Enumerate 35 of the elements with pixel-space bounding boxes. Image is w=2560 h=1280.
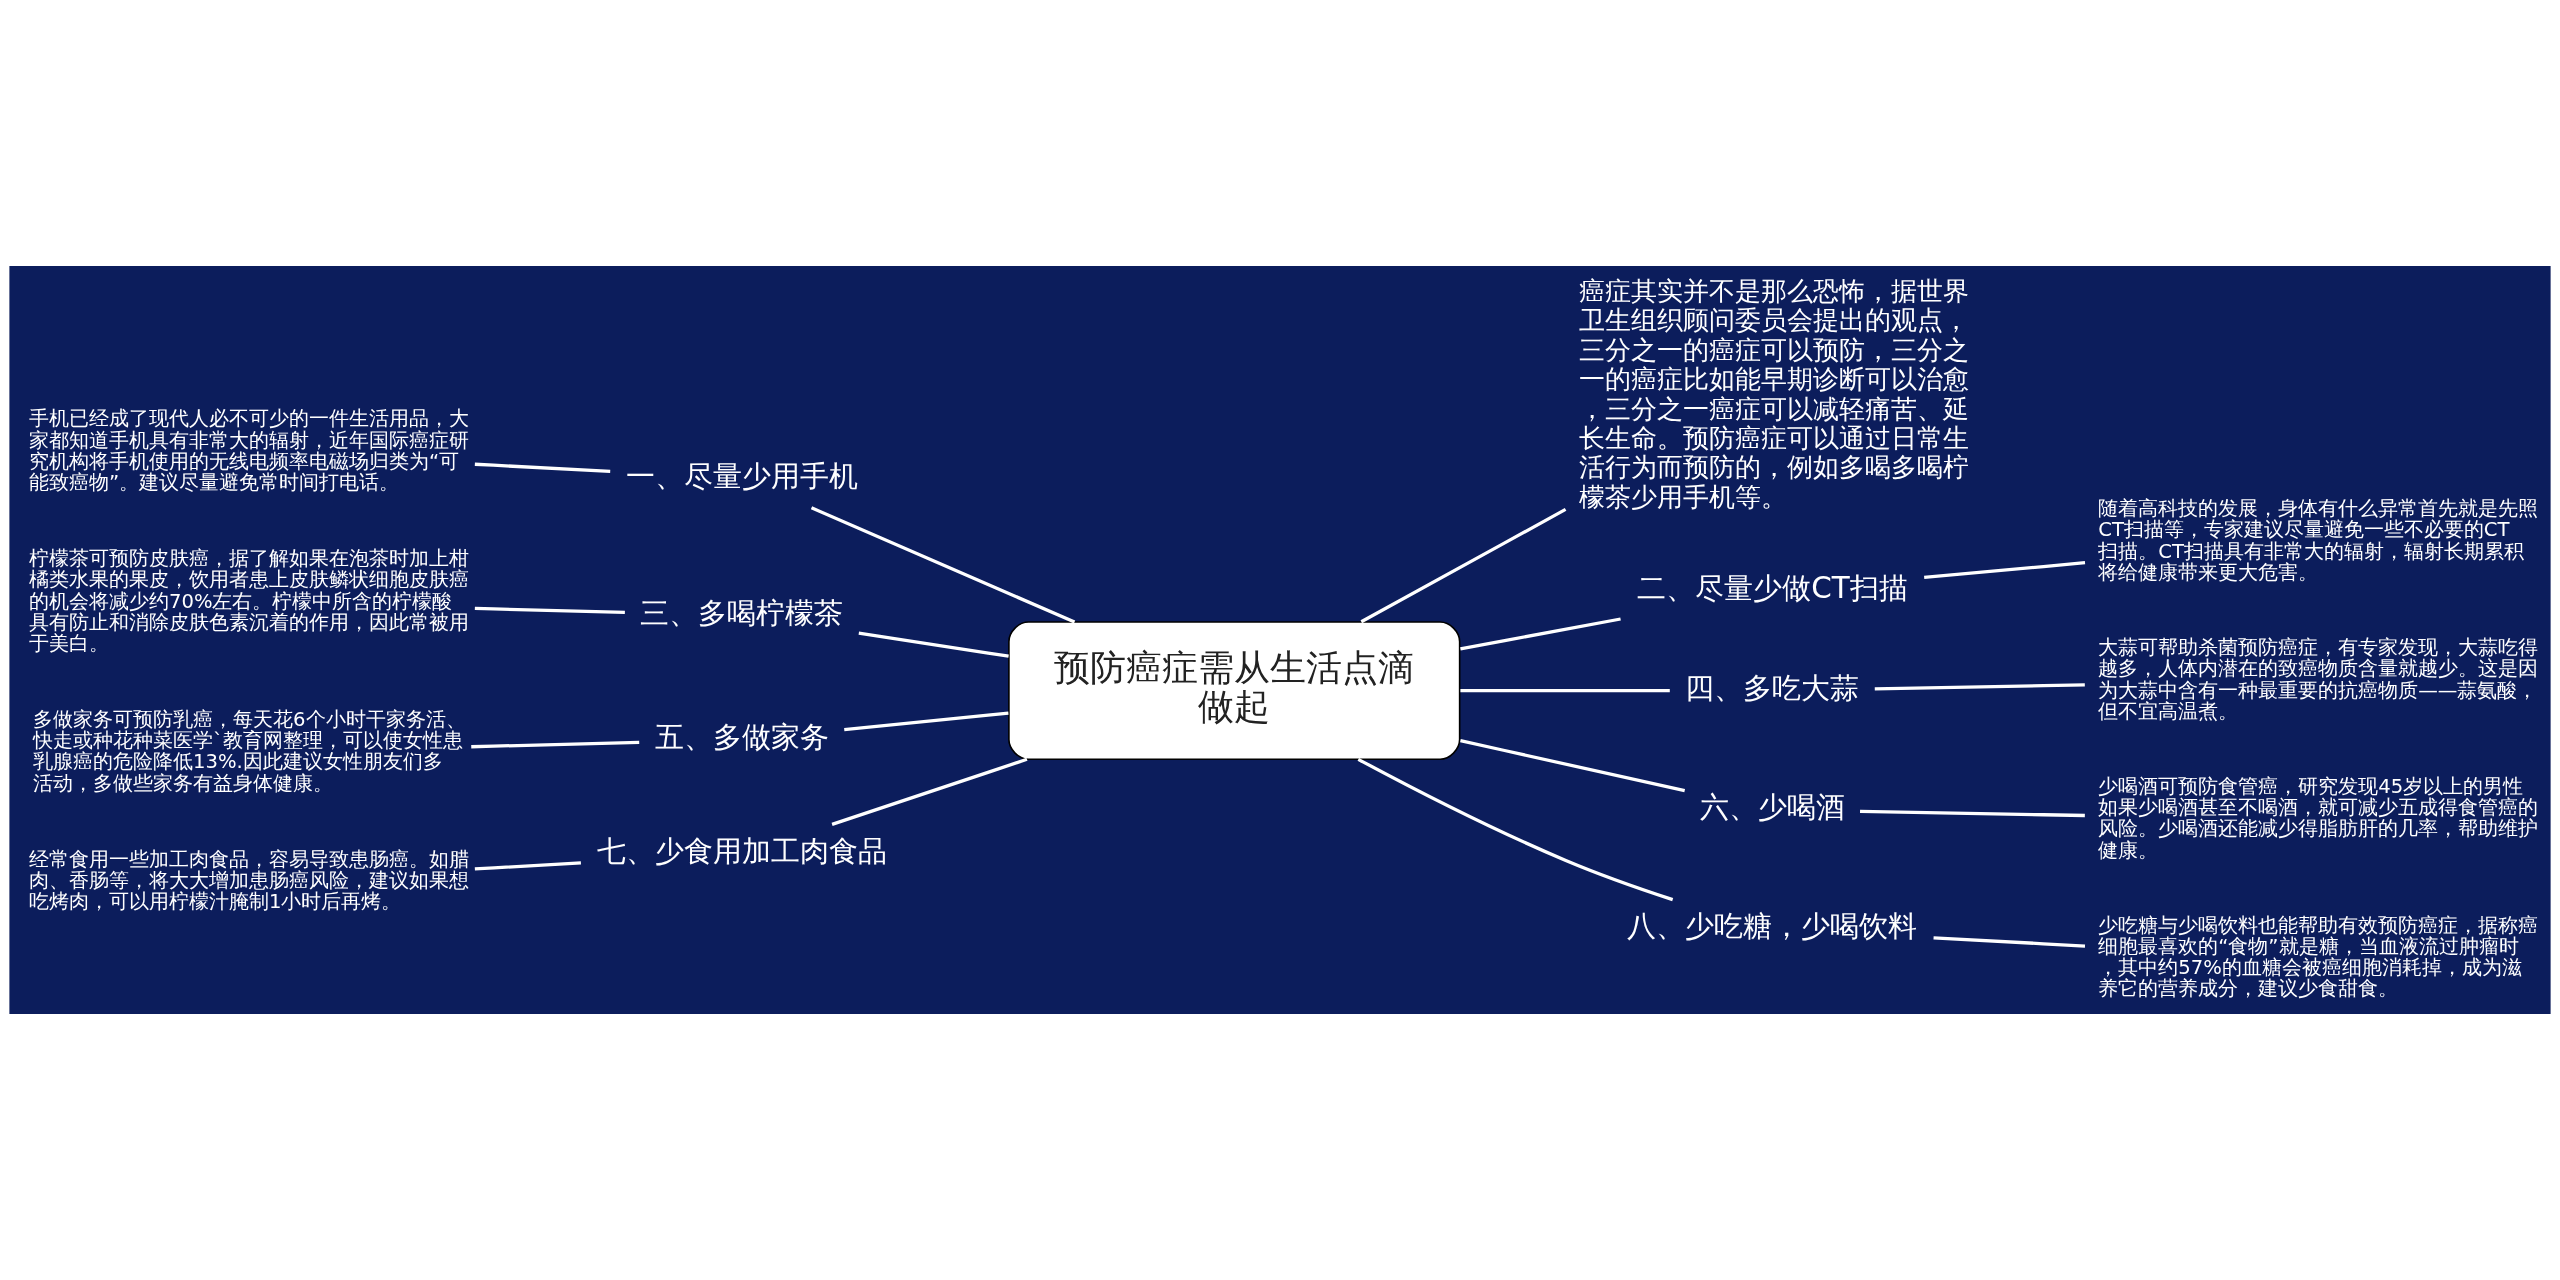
connector xyxy=(844,711,1009,732)
node-text: 六、少喝酒 xyxy=(1699,790,1845,825)
node-text: 少吃糖与少喝饮料也能帮助有效预防癌症，据称癌细胞最喜欢的“食物”就是糖，当血液流过肿瘤时，其中约57%的血糖会被癌细胞消耗掉，成为滋养它的营养成分，建议少食甜食。 xyxy=(2098,913,2539,1001)
node-text: 三、多喝柠檬茶 xyxy=(640,595,844,630)
connector xyxy=(1460,689,1670,693)
node-text: 多做家务可预防乳癌，每天花6个小时干家务活、快走或种花种菜医学`教育网整理，可以使女性患乳腺癌的危险降低13%.因此建议女性朋友们多活动，多做些家务有益身体健康。 xyxy=(33,707,466,795)
node-text: 柠檬茶可预防皮肤癌，据了解如果在泡茶时加上柑橘类水果的果皮，饮用者患上皮肤鳞状细胞皮肤癌的机会将减少约70%左右。柠檬中所含的柠檬酸具有防止和消除皮肤色素沉着的作用，因此常被用于美白。 xyxy=(28,547,469,655)
connector xyxy=(1933,936,2086,948)
node-text: 经常食用一些加工肉食品，容易导致患肠癌。如腊肉、香肠等，将大大增加患肠癌风险，建议如果想吃烤肉，可以用柠檬汁腌制1小时后再烤。 xyxy=(28,847,469,914)
connector xyxy=(474,462,611,474)
connector xyxy=(831,757,1028,826)
connector xyxy=(1460,617,1621,651)
connector xyxy=(474,606,625,615)
connector xyxy=(1860,809,2085,818)
connector xyxy=(1460,739,1686,793)
node-box: 预防癌症需从生活点滴做起 xyxy=(1008,621,1461,761)
node-text: 八、少吃糖，少喝饮料 xyxy=(1627,909,1918,944)
node-text: 手机已经成了现代人必不可少的一件生活用品，大家都知道手机具有非常大的辐射，近年国际癌症研究机构将手机使用的无线电频率电磁场归类为“可能致癌物”。建议尽量避免常时间打电话。 xyxy=(28,407,469,495)
node-text: 七、少食用加工肉食品 xyxy=(596,834,887,869)
node-text: 四、多吃大蒜 xyxy=(1685,670,1860,705)
connector xyxy=(471,740,640,749)
node-text: 一、尽量少用手机 xyxy=(625,458,858,493)
connector xyxy=(858,631,1009,658)
node-text: 二、尽量少做CT扫描 xyxy=(1637,571,1908,606)
connector xyxy=(474,861,581,871)
node-text: 大蒜可帮助杀菌预防癌症，有专家发现，大蒜吃得越多，人体内潜在的致癌物质含量就越少。这是因为大蒜中含有一种最重要的抗癌物质——蒜氨酸，但不宜高温煮。 xyxy=(2098,636,2539,723)
connector xyxy=(1360,508,1567,624)
node-text: 癌症其实并不是那么恐怖，据世界卫生组织顾问委员会提出的观点，三分之一的癌症可以预防，三分之一的癌症比如能早期诊断可以治愈，三分之一癌症可以减轻痛苦、延长生命。预防癌症可以通过日常生活行为而预防的，例如多喝多喝柠檬茶少用手机等。 xyxy=(1578,275,1969,512)
connector xyxy=(1874,683,2085,691)
connector xyxy=(1924,561,2086,579)
node-text: 五、多做家务 xyxy=(654,719,829,754)
node-text: 随着高科技的发展，身体有什么异常首先就是先照CT扫描等，专家建议尽量避免一些不必要的CT扫描。CT扫描具有非常大的辐射，辐射长期累积将给健康带来更大危害。 xyxy=(2098,497,2539,584)
connector xyxy=(810,506,1076,624)
node-text: 少喝酒可预防食管癌，研究发现45岁以上的男性如果少喝酒甚至不喝酒，就可减少五成得食管癌的风险。少喝酒还能减少得脂肪肝的几率，帮助维护健康。 xyxy=(2098,774,2539,862)
connector xyxy=(1357,757,1674,902)
